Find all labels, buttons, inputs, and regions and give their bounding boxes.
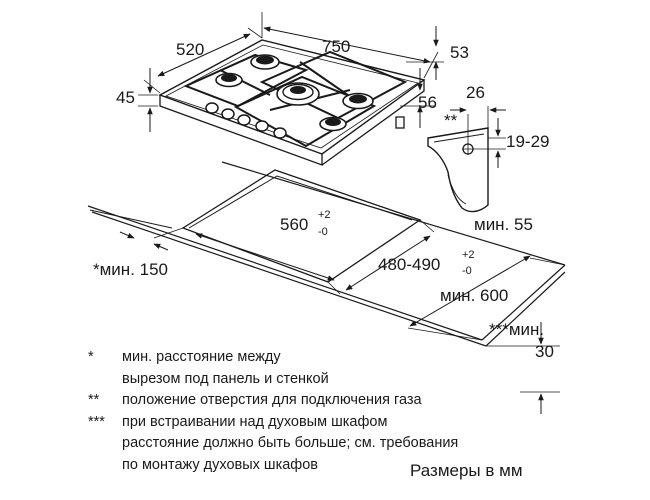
dim-520: 520 — [176, 40, 204, 59]
countertop: 560 +2 -0 480-490 +2 -0 *мин. 150 мин. 6… — [87, 161, 566, 414]
gas-connector — [395, 116, 405, 129]
knob-1 — [205, 102, 219, 114]
dim-480-plus: +2 — [462, 249, 475, 261]
dim-480-490: 480-490 — [378, 255, 440, 274]
footnote-3-line-1: при встраивании над духовым шкафом — [122, 413, 388, 430]
footnote-3-line-2: расстояние должно быть больше; см. требо… — [122, 435, 459, 452]
knob-5 — [273, 127, 287, 139]
dim-560-minus: -0 — [318, 226, 328, 238]
dim-480-minus: -0 — [462, 265, 472, 277]
footnote-3-cont-1: расстояние должно быть больше; см. требо… — [88, 433, 458, 455]
footnote-2-line-1: положение отверстия для подключения газа — [122, 392, 422, 409]
burner-back-right — [342, 92, 374, 110]
footnote-2: ** положение отверстия для подключения г… — [88, 390, 424, 412]
dim-line-560 — [195, 233, 335, 281]
dim-min-30-value: 30 — [535, 342, 554, 361]
footnote-2-mark: ** — [88, 392, 100, 409]
dim-560-plus: +2 — [318, 209, 331, 221]
dim-line-520 — [157, 33, 251, 77]
knob-2 — [221, 108, 235, 120]
burner-front-right — [319, 116, 347, 132]
footnote-3-mark: *** — [88, 413, 105, 430]
gas-inlet-detail: ** 26 19-29 мин. 55 — [427, 83, 549, 234]
bracket-profile — [427, 127, 489, 213]
burner-front-left — [215, 72, 243, 88]
dim-min-55: мин. 55 — [474, 215, 533, 234]
footnotes: * мин. расстояние между вырезом под пане… — [88, 347, 458, 477]
dim-line-750 — [263, 26, 431, 64]
knob-4 — [255, 120, 269, 132]
footnote-1-mark: * — [88, 349, 94, 365]
footnote-1: * мин. расстояние между — [88, 347, 424, 369]
cooktop-front — [159, 95, 323, 166]
dim-min-30-label: ***мин. — [489, 320, 544, 339]
footnote-1-cont: вырезом под панель и стенкой — [88, 369, 424, 391]
dim-45: 45 — [116, 88, 135, 107]
footnote-1-line-2: вырезом под панель и стенкой — [122, 370, 329, 387]
dim-line-min-600 — [409, 255, 531, 327]
knob-3 — [237, 114, 251, 126]
control-knobs — [205, 102, 287, 139]
footnote-3: *** при встраивании над духовым шкафом — [88, 412, 424, 434]
cooktop: 750 520 45 53 56 — [116, 12, 469, 166]
dim-min-150: *мин. 150 — [93, 260, 168, 279]
footnote-3-cont-2: по монтажу духовых шкафов — [88, 455, 424, 477]
dim-53: 53 — [450, 43, 469, 62]
dim-min-600: мин. 600 — [440, 286, 508, 305]
dim-26: 26 — [466, 83, 485, 102]
units-caption: Размеры в мм — [410, 461, 523, 480]
dim-56: 56 — [418, 93, 437, 112]
burner-wok-center — [276, 82, 320, 106]
dim-560: 560 — [280, 215, 308, 234]
burner-back-left — [250, 54, 280, 70]
bracket-marker: ** — [444, 111, 458, 130]
dim-750: 750 — [322, 37, 350, 56]
footnote-3-line-3: по монтажу духовых шкафов — [122, 456, 318, 473]
dim-19-29: 19-29 — [506, 132, 549, 151]
footnote-1-line-1: мин. расстояние между — [122, 349, 281, 365]
dim-line-480-490 — [345, 235, 431, 291]
